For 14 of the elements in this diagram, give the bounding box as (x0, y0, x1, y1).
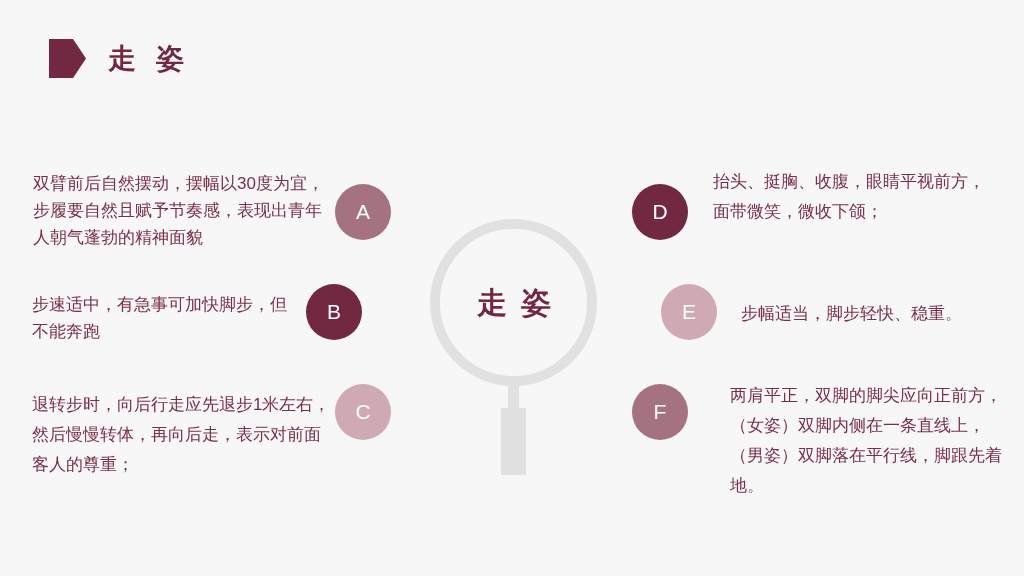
letter-circle: F (632, 384, 688, 440)
description-text: 步速适中，有急事可加快脚步，但不能奔跑 (32, 294, 288, 343)
description-text: 抬头、挺胸、收腹，眼睛平视前方，面带微笑，微收下颌； (713, 171, 986, 223)
letter-circle: D (632, 184, 688, 240)
center-title: 走姿 (476, 284, 565, 321)
page-title: 走姿 (108, 42, 204, 76)
description-text: 步幅适当，脚步轻快、稳重。 (741, 303, 963, 325)
letter-circle: A (335, 184, 391, 240)
description-text: 两肩平正，双脚的脚尖应向正前方，（女姿）双脚内侧在一条直线上，（男姿）双脚落在平行线，脚跟先着地。 (730, 385, 1003, 497)
description-text: 退转步时，向后行走应先退步1米左右，然后慢慢转体，再向后走，表示对前面客人的尊重； (32, 394, 331, 476)
letter-circle: E (661, 284, 717, 340)
letter-circle: C (335, 384, 391, 440)
description-text: 双臂前后自然摆动，摆幅以30度为宜，步履要自然且赋予节奏感，表现出青年人朝气蓬勃的精神面貌 (33, 173, 324, 249)
letter-circle: B (306, 284, 362, 340)
